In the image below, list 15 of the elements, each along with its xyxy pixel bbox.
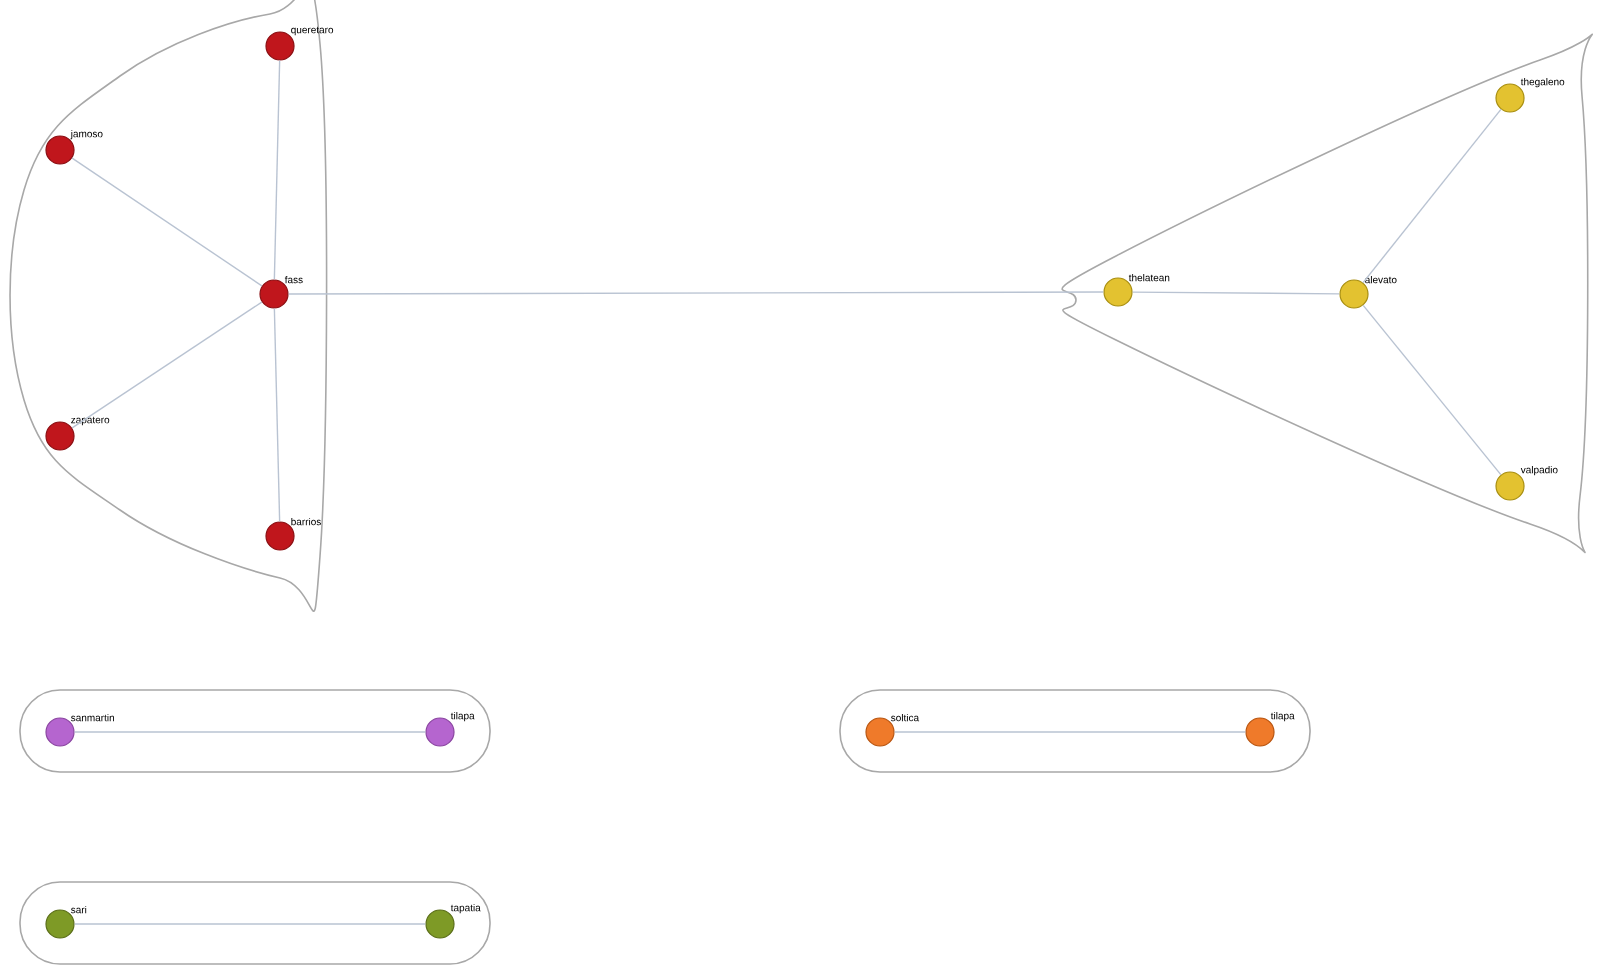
connector-line [71, 157, 263, 287]
connector-line [1362, 108, 1502, 284]
connector-line [273, 59, 281, 281]
hull-outline [1061, 33, 1593, 554]
hull-outline [839, 689, 1311, 773]
hull-outline [19, 881, 491, 965]
connector-line [1362, 304, 1502, 476]
connector-line [73, 731, 427, 733]
connector-line [73, 923, 427, 925]
connector-line [273, 307, 281, 523]
connector-line [71, 301, 263, 429]
hull-outline [19, 689, 491, 773]
connector-line [287, 291, 1105, 295]
connector-line [893, 731, 1247, 733]
connector-line [1131, 291, 1341, 295]
